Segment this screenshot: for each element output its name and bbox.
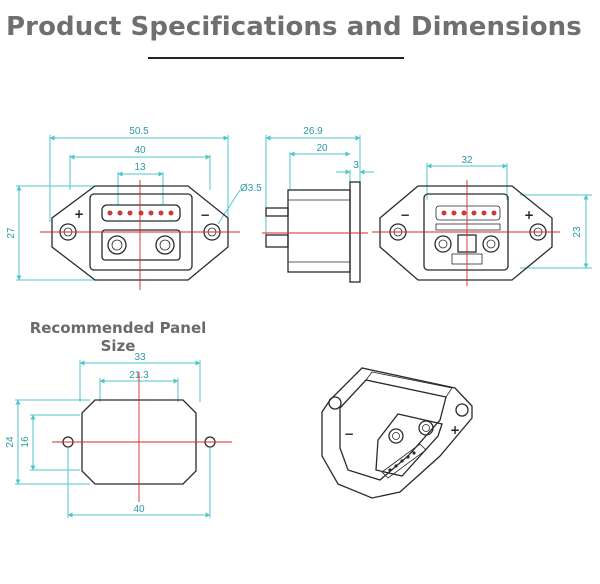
front-signal-pin: [127, 210, 133, 216]
cutout-bottom-width-label: 40: [133, 504, 145, 515]
front-signal-pin: [168, 210, 174, 216]
rear-signal-pin: [491, 210, 497, 216]
front-minus-sign: −: [200, 208, 210, 222]
iso-flange-outline: [321, 367, 473, 499]
page-title: Product Specifications and Dimensions: [6, 12, 582, 42]
hole-leader: [217, 189, 241, 225]
cutout-inner-height-label: 16: [20, 436, 31, 448]
front-view: 50.5 40 13 27 Ø3.5 + −: [6, 126, 262, 290]
iso-power-hole-left: [388, 428, 404, 444]
front-signal-pin: [117, 210, 123, 216]
front-power-slot: [101, 229, 181, 261]
front-overall-width-label: 50.5: [129, 126, 149, 137]
iso-mount-hole-left: [328, 396, 342, 410]
side-view: 26.9 20 3: [262, 126, 374, 283]
title-underline: [148, 57, 404, 59]
iso-power-hole-right: [418, 420, 434, 436]
rear-power-hole-left: [434, 235, 452, 253]
side-body-outline: [287, 189, 351, 273]
iso-plus-sign: +: [450, 423, 460, 437]
front-flange-outline: [51, 185, 229, 281]
panel-cutout-view: 33 21.3 40 24 16: [5, 352, 232, 518]
rear-view: 32 23 − +: [372, 155, 592, 286]
rear-plus-sign: +: [524, 208, 534, 222]
side-pin-lower: [265, 234, 289, 248]
front-signal-pin: [138, 210, 144, 216]
front-signal-pin: [148, 210, 154, 216]
cutout-outline: [81, 399, 197, 485]
front-pin-width-label: 13: [134, 162, 146, 173]
cutout-outer-height-label: 24: [5, 436, 16, 448]
rear-flange-outline: [379, 185, 553, 281]
iso-signal-pin: [388, 468, 392, 472]
hole-diameter-label: Ø3.5: [240, 183, 262, 194]
iso-signal-pin: [394, 464, 398, 468]
isometric-view: + −: [321, 367, 473, 499]
cutout-top-width-label: 33: [134, 352, 146, 363]
front-power-hole-right: [155, 235, 175, 255]
iso-signal-pin: [406, 455, 410, 459]
rear-signal-pin: [481, 210, 487, 216]
side-pin-upper: [265, 207, 289, 217]
rear-height-label: 23: [572, 226, 583, 238]
rear-power-hole-right: [482, 235, 500, 253]
iso-signal-pin: [412, 451, 416, 455]
rear-width-label: 32: [461, 155, 473, 166]
rear-signal-pin: [451, 210, 457, 216]
iso-minus-sign: −: [344, 427, 354, 441]
iso-insert-face: [375, 413, 443, 477]
rear-signal-pin: [471, 210, 477, 216]
iso-signal-pin: [400, 459, 404, 463]
front-signal-pin: [158, 210, 164, 216]
front-power-hole-left: [107, 235, 127, 255]
rear-minus-sign: −: [400, 208, 410, 222]
side-body-depth-label: 20: [316, 143, 328, 154]
side-overall-depth-label: 26.9: [303, 126, 323, 137]
front-signal-pin: [107, 210, 113, 216]
rear-signal-pin: [441, 210, 447, 216]
side-flange-outline: [349, 181, 361, 283]
panel-size-label: Recommended Panel Size: [29, 319, 207, 355]
rear-signal-pin: [461, 210, 467, 216]
front-signal-slot: [101, 204, 181, 222]
front-height-label: 27: [6, 227, 17, 239]
front-inner-width-label: 40: [134, 145, 146, 156]
side-flange-label: 3: [353, 160, 359, 171]
front-plus-sign: +: [74, 207, 84, 221]
iso-mount-hole-right: [455, 403, 469, 417]
